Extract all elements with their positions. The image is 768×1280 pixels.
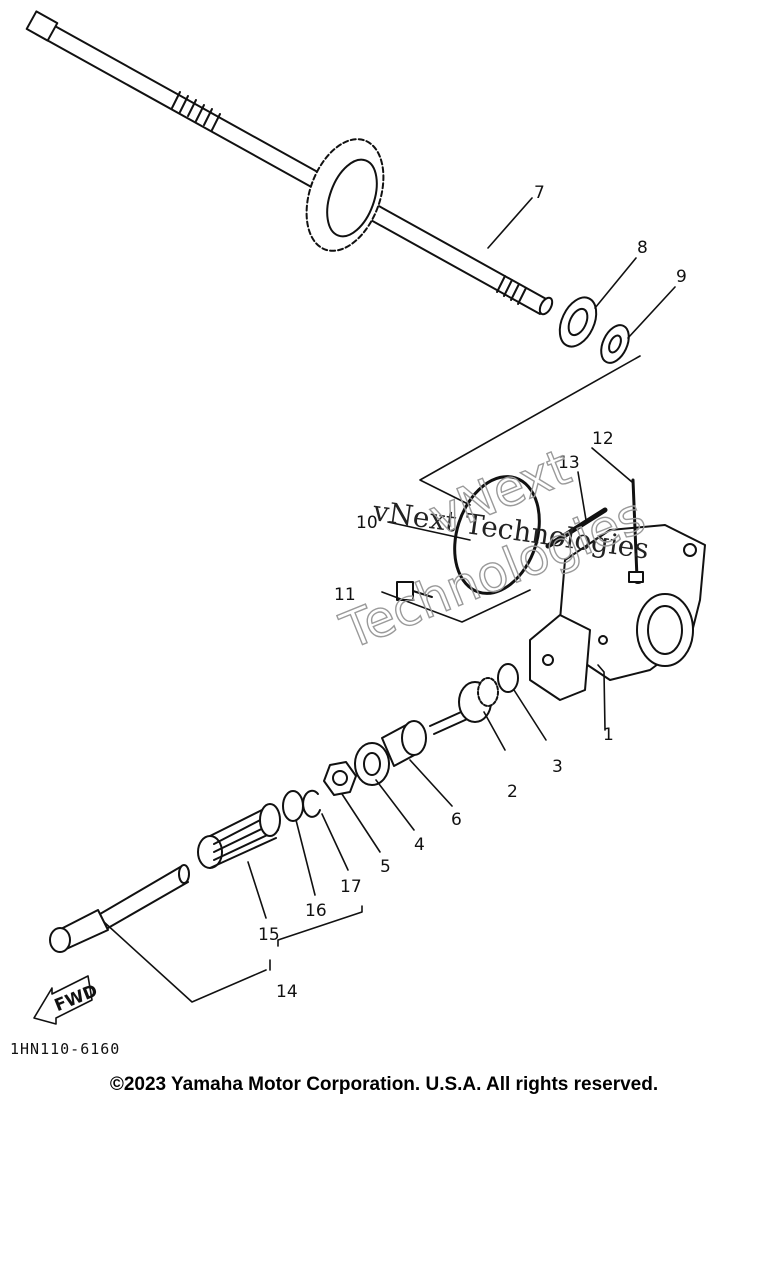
- leader-lines: [103, 197, 676, 1003]
- exploded-parts-diagram: FWD 1 2 3 4 5 6 7 8 9 10 11 12 13 14 15 …: [25, 10, 706, 1025]
- callout-12: 12: [592, 429, 614, 449]
- shim: [497, 663, 519, 693]
- callout-16: 16: [305, 901, 327, 921]
- callout-10: 10: [356, 513, 378, 533]
- pinion-gear: [429, 677, 499, 735]
- diagram-code: 1HN110-6160: [10, 1040, 121, 1058]
- callout-4: 4: [414, 835, 425, 855]
- callout-17: 17: [340, 877, 362, 897]
- retaining-clip: [302, 789, 321, 818]
- callout-5: 5: [380, 857, 391, 877]
- forward-direction-arrow-icon: [33, 975, 93, 1025]
- nut: [323, 761, 357, 796]
- callout-1: 1: [603, 725, 614, 745]
- callout-11: 11: [334, 585, 356, 605]
- oil-seal: [558, 296, 598, 348]
- washer: [600, 324, 630, 364]
- collar: [381, 720, 427, 767]
- small-bolt: [628, 478, 644, 583]
- circlip: [282, 790, 304, 822]
- input-shaft: [49, 864, 190, 953]
- ring-gear: [305, 138, 385, 252]
- callout-13: 13: [558, 453, 580, 473]
- copyright-notice: ©2023 Yamaha Motor Corporation. U.S.A. A…: [109, 1074, 659, 1095]
- o-ring: [453, 475, 541, 595]
- callout-15: 15: [258, 925, 280, 945]
- dowel-pin: [545, 507, 608, 549]
- callout-3: 3: [552, 757, 563, 777]
- bearing: [354, 742, 390, 786]
- callout-7: 7: [534, 183, 545, 203]
- compression-spring: [197, 803, 281, 869]
- gear-housing: [529, 524, 706, 701]
- callout-numbers: 1 2 3 4 5 6 7 8 9 10 11 12 13 14 15 16 1…: [258, 183, 687, 1002]
- callout-9: 9: [676, 267, 687, 287]
- callout-2: 2: [507, 782, 518, 802]
- callout-8: 8: [637, 238, 648, 258]
- callout-6: 6: [451, 810, 462, 830]
- callout-14: 14: [276, 982, 298, 1002]
- drive-shaft: [25, 10, 554, 316]
